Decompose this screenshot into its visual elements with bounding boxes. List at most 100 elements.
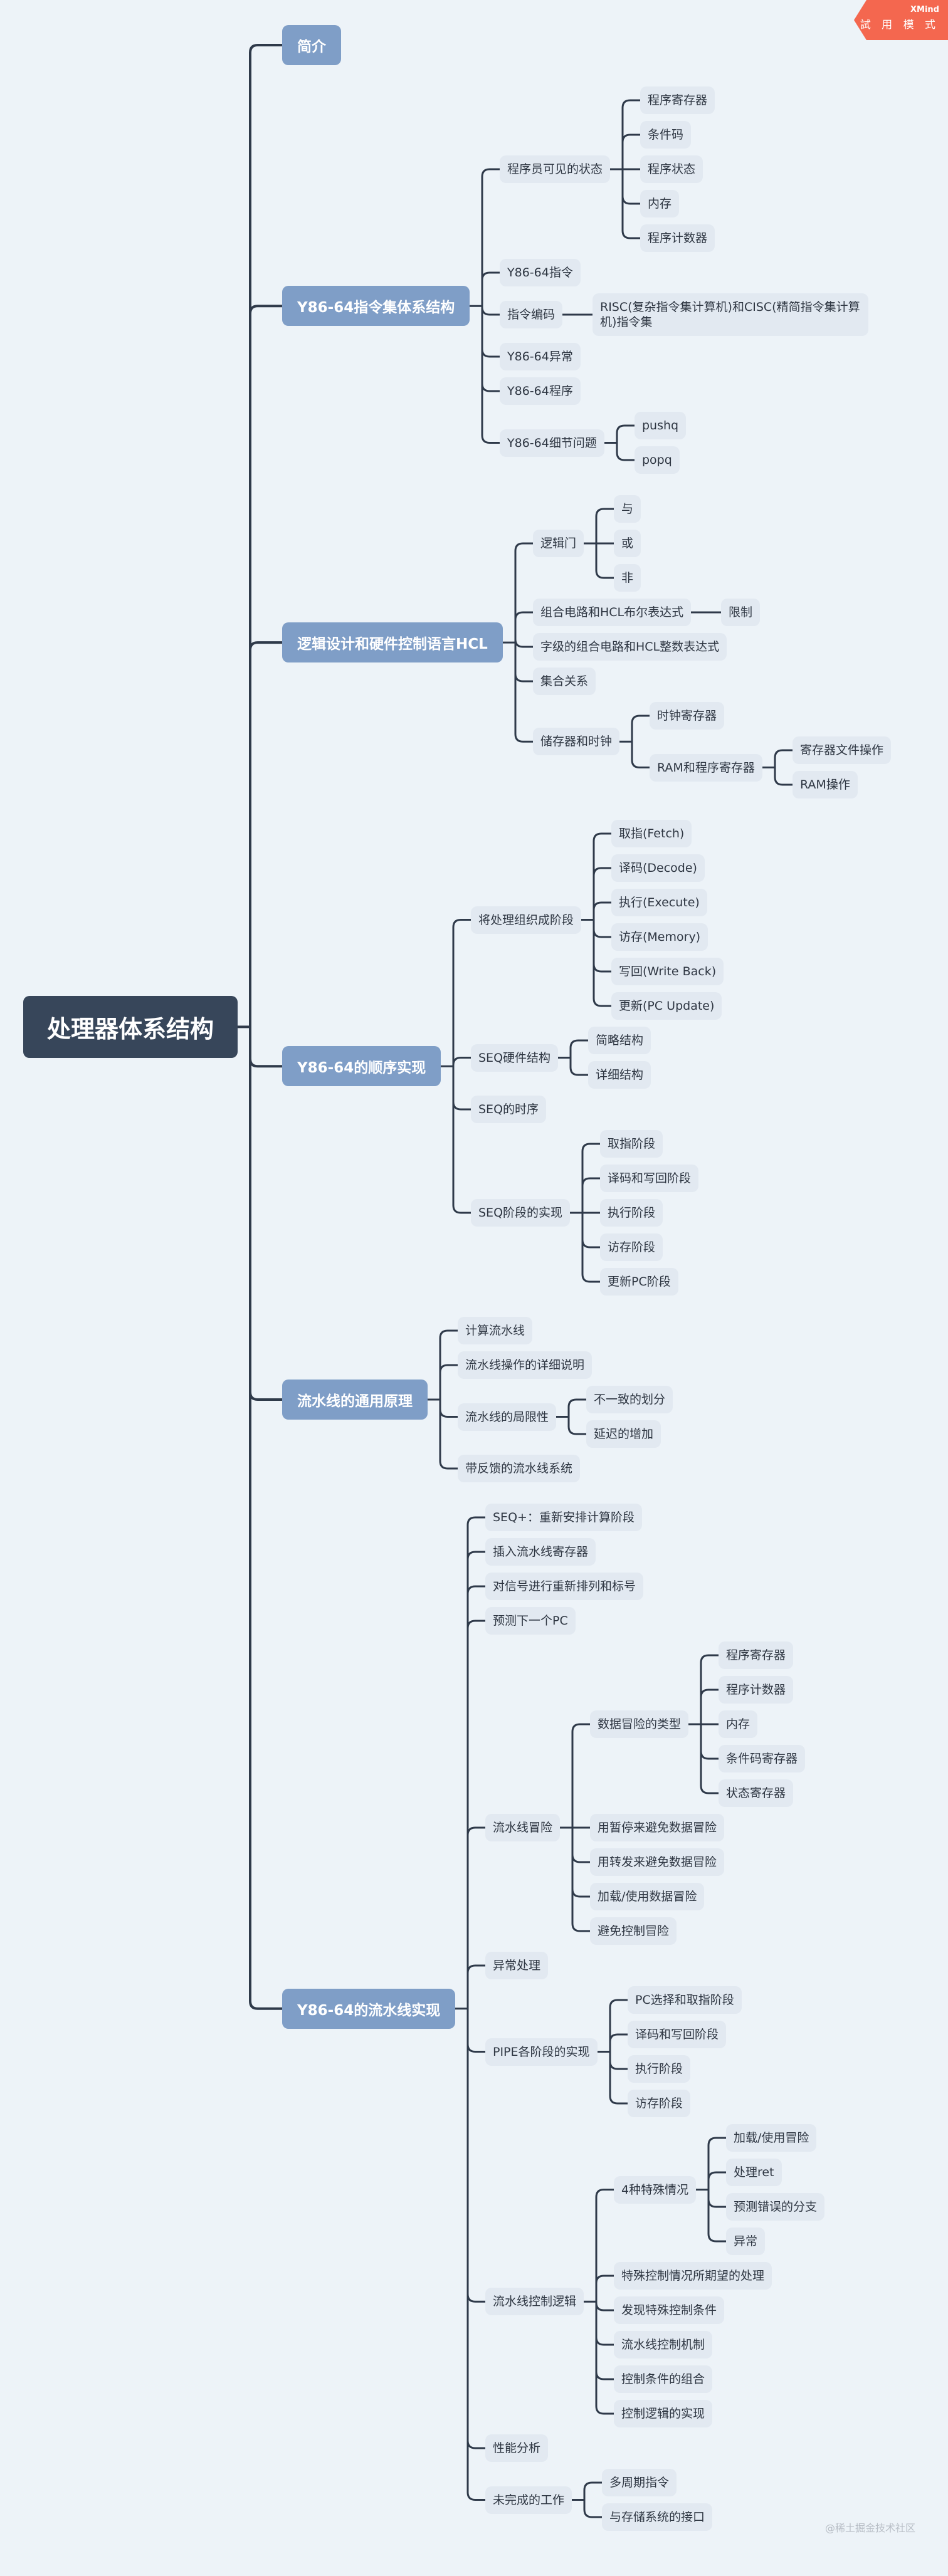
subtopic[interactable]: PIPE各阶段的实现: [485, 2038, 598, 2066]
main-topic[interactable]: 逻辑设计和硬件控制语言HCL: [282, 622, 503, 663]
leaf-topic[interactable]: SEQ的时序: [471, 1096, 547, 1123]
leaf-topic[interactable]: 写回(Write Back): [611, 958, 724, 985]
leaf-topic[interactable]: 加载/使用数据冒险: [590, 1883, 705, 1910]
leaf-topic[interactable]: 程序计数器: [640, 224, 715, 252]
leaf-topic[interactable]: Y86-64异常: [500, 343, 581, 370]
leaf-topic[interactable]: popq: [635, 446, 680, 474]
connector-line: [503, 542, 533, 743]
leaf-topic[interactable]: 对信号进行重新排列和标号: [485, 1573, 644, 1600]
leaf-topic[interactable]: 程序状态: [640, 155, 703, 183]
leaf-topic[interactable]: PC选择和取指阶段: [628, 1986, 742, 2014]
subtopic[interactable]: 逻辑门: [533, 530, 584, 557]
main-topic[interactable]: Y86-64指令集体系结构: [282, 286, 470, 327]
leaf-topic[interactable]: 简略结构: [588, 1027, 651, 1054]
subtopic[interactable]: Y86-64细节问题: [500, 429, 604, 457]
leaf-topic[interactable]: 避免控制冒险: [590, 1917, 677, 1945]
leaf-topic[interactable]: 限制: [721, 599, 761, 626]
leaf-topic[interactable]: 与存储系统的接口: [602, 2503, 713, 2531]
leaf-topic[interactable]: 流水线操作的详细说明: [458, 1351, 592, 1379]
subtopic[interactable]: 流水线的局限性: [458, 1403, 557, 1431]
leaf-topic[interactable]: 访存阶段: [628, 2090, 691, 2117]
connector-line: [581, 832, 611, 1007]
leaf-topic[interactable]: 集合关系: [533, 668, 596, 695]
leaf-topic[interactable]: Y86-64指令: [500, 259, 581, 286]
subtopic[interactable]: 未完成的工作: [485, 2486, 572, 2514]
leaf-topic[interactable]: 程序寄存器: [640, 86, 715, 114]
leaf-topic[interactable]: 状态寄存器: [719, 1779, 794, 1807]
subtopic[interactable]: 组合电路和HCL布尔表达式: [533, 599, 692, 626]
leaf-topic[interactable]: 执行阶段: [628, 2055, 691, 2083]
leaf-topic[interactable]: 控制条件的组合: [614, 2365, 713, 2393]
leaf-topic[interactable]: 异常处理: [485, 1952, 549, 1979]
leaf-topic[interactable]: 延迟的增加: [586, 1420, 661, 1448]
leaf-topic[interactable]: 带反馈的流水线系统: [458, 1455, 581, 1482]
leaf-topic[interactable]: RISC(复杂指令集计算机)和CISC(精简指令集计算机)指令集: [592, 293, 868, 336]
subtopic[interactable]: 储存器和时钟: [533, 728, 620, 756]
leaf-topic[interactable]: 用转发来避免数据冒险: [590, 1848, 725, 1876]
connector-line: [455, 1516, 485, 2501]
leaf-topic[interactable]: 条件码: [640, 121, 692, 149]
leaf-topic[interactable]: 程序计数器: [719, 1676, 794, 1704]
subtopic[interactable]: 程序员可见的状态: [500, 155, 611, 183]
subtopic[interactable]: 4种特殊情况: [614, 2175, 697, 2204]
leaf-topic[interactable]: 预测下一个PC: [485, 1607, 576, 1635]
subtopic[interactable]: RAM和程序寄存器: [650, 753, 762, 782]
leaf-topic[interactable]: 预测错误的分支: [726, 2193, 825, 2221]
leaf-topic[interactable]: 加载/使用冒险: [726, 2124, 817, 2152]
leaf-topic[interactable]: 译码(Decode): [611, 854, 705, 882]
leaf-topic[interactable]: 时钟寄存器: [650, 702, 725, 730]
leaf-topic[interactable]: 不一致的划分: [586, 1386, 673, 1413]
leaf-topic[interactable]: 内存: [719, 1710, 758, 1738]
leaf-topic[interactable]: 非: [614, 564, 641, 592]
leaf-topic[interactable]: 控制逻辑的实现: [614, 2400, 713, 2427]
subtopic[interactable]: SEQ硬件结构: [471, 1044, 559, 1072]
subtopic[interactable]: 将处理组织成阶段: [471, 906, 582, 934]
trial-mode-badge[interactable]: XMind 試 用 模 式: [854, 0, 948, 40]
leaf-topic[interactable]: 处理ret: [726, 2159, 782, 2186]
leaf-topic[interactable]: 计算流水线: [458, 1317, 533, 1344]
leaf-topic[interactable]: 取指阶段: [600, 1130, 663, 1158]
leaf-topic[interactable]: 插入流水线寄存器: [485, 1538, 596, 1566]
subtopic[interactable]: SEQ阶段的实现: [471, 1199, 571, 1227]
main-topic[interactable]: 简介: [282, 25, 341, 65]
leaf-topic[interactable]: 流水线控制机制: [614, 2331, 713, 2359]
leaf-topic[interactable]: 特殊控制情况所期望的处理: [614, 2262, 772, 2290]
leaf-topic[interactable]: 字级的组合电路和HCL整数表达式: [533, 633, 727, 661]
leaf-topic[interactable]: 执行(Execute): [611, 889, 707, 916]
connector-line: [560, 1723, 590, 1932]
leaf-topic[interactable]: 更新PC阶段: [600, 1268, 678, 1296]
subtopic[interactable]: 流水线控制逻辑: [485, 2288, 584, 2316]
leaf-topic[interactable]: 取指(Fetch): [611, 820, 692, 847]
leaf-topic[interactable]: 译码和写回阶段: [628, 2021, 727, 2048]
main-topic[interactable]: Y86-64的流水线实现: [282, 1988, 456, 2029]
leaf-topic[interactable]: RAM操作: [793, 771, 858, 798]
connector-line: [598, 1999, 628, 2105]
leaf-topic[interactable]: 性能分析: [485, 2434, 549, 2462]
main-topic[interactable]: Y86-64的顺序实现: [282, 1046, 441, 1087]
leaf-topic[interactable]: 详细结构: [588, 1061, 651, 1089]
connector-line: [428, 1329, 458, 1470]
leaf-topic[interactable]: Y86-64程序: [500, 377, 581, 405]
leaf-topic[interactable]: SEQ+：重新安排计算阶段: [485, 1504, 642, 1531]
leaf-topic[interactable]: 访存阶段: [600, 1233, 663, 1261]
leaf-topic[interactable]: 更新(PC Update): [611, 992, 722, 1020]
main-topic[interactable]: 流水线的通用原理: [282, 1380, 428, 1420]
subtopic[interactable]: 流水线冒险: [485, 1814, 561, 1841]
leaf-topic[interactable]: 发现特殊控制条件: [614, 2296, 725, 2324]
leaf-topic[interactable]: 寄存器文件操作: [793, 736, 892, 764]
leaf-topic[interactable]: 异常: [726, 2228, 766, 2255]
leaf-topic[interactable]: 内存: [640, 190, 680, 217]
leaf-topic[interactable]: 或: [614, 530, 641, 557]
leaf-topic[interactable]: 访存(Memory): [611, 923, 708, 951]
subtopic[interactable]: 数据冒险的类型: [590, 1710, 689, 1738]
leaf-topic[interactable]: 译码和写回阶段: [600, 1165, 699, 1192]
leaf-topic[interactable]: 程序寄存器: [719, 1641, 794, 1669]
leaf-topic[interactable]: 条件码寄存器: [719, 1745, 806, 1772]
leaf-topic[interactable]: 多周期指令: [602, 2469, 677, 2496]
subtopic[interactable]: 指令编码: [500, 301, 563, 328]
leaf-topic[interactable]: 与: [614, 495, 641, 523]
leaf-topic[interactable]: 用暂停来避免数据冒险: [590, 1814, 725, 1841]
leaf-topic[interactable]: 执行阶段: [600, 1199, 663, 1227]
leaf-topic[interactable]: pushq: [635, 412, 687, 439]
root-topic[interactable]: 处理器体系结构: [23, 995, 238, 1058]
